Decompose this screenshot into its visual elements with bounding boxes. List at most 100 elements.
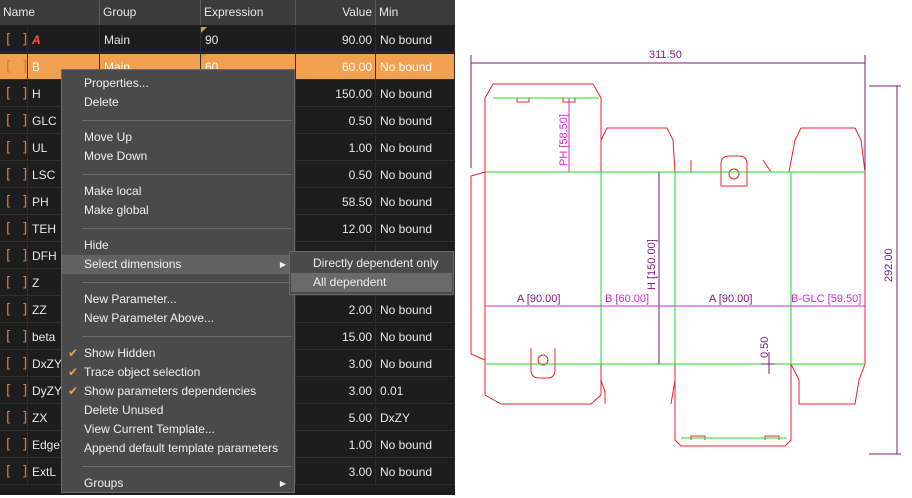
- param-icon: [ ]: [0, 108, 28, 134]
- column-group-header[interactable]: Group: [100, 0, 201, 25]
- param-min[interactable]: DxZY: [376, 405, 455, 431]
- column-value-header[interactable]: Value: [296, 0, 376, 25]
- param-value[interactable]: 5.00: [296, 405, 376, 431]
- menu-item-move-down[interactable]: Move Down: [62, 147, 294, 166]
- param-min[interactable]: No bound: [376, 108, 455, 134]
- expression-flag-icon: [201, 54, 207, 60]
- param-min[interactable]: No bound: [376, 135, 455, 161]
- param-expression[interactable]: 90: [201, 27, 296, 53]
- param-min[interactable]: No bound: [376, 432, 455, 458]
- dieline-svg: 311.50 292.00 PH [58.50] H [150.00] A [9…: [470, 49, 901, 455]
- param-expression[interactable]: [201, 162, 296, 188]
- panel1-top-notches: [516, 98, 576, 103]
- param-value[interactable]: 15.00: [296, 324, 376, 350]
- menu-item-make-global[interactable]: Make global: [62, 201, 294, 220]
- param-icon: [ ]: [0, 54, 28, 80]
- menu-item-show-hidden[interactable]: ✔Show Hidden: [62, 344, 294, 363]
- param-value[interactable]: 3.00: [296, 351, 376, 377]
- param-min[interactable]: [376, 270, 455, 296]
- param-expression[interactable]: [201, 459, 296, 485]
- param-min[interactable]: No bound: [376, 351, 455, 377]
- param-expression[interactable]: [201, 351, 296, 377]
- param-expression[interactable]: [201, 135, 296, 161]
- menu-item-append-default-template-parameters[interactable]: Append default template parameters: [62, 439, 294, 458]
- panel2-bottom-flap: [600, 364, 676, 405]
- param-icon: [ ]: [0, 270, 28, 296]
- menu-item-properties[interactable]: Properties...: [62, 74, 294, 93]
- column-expression-header[interactable]: Expression: [201, 0, 296, 25]
- param-min[interactable]: No bound: [376, 162, 455, 188]
- menu-item-delete[interactable]: Delete: [62, 93, 294, 112]
- menu-item-select-dimensions[interactable]: Select dimensions▶: [62, 255, 294, 274]
- menu-separator: [82, 466, 292, 467]
- menu-item-new-parameter-above[interactable]: New Parameter Above...: [62, 309, 294, 328]
- crease-lines: [485, 97, 865, 439]
- height-label: 292.00: [883, 248, 895, 282]
- param-name[interactable]: A: [28, 27, 100, 53]
- param-expression[interactable]: [201, 324, 296, 350]
- param-group[interactable]: Main: [100, 27, 201, 53]
- menu-item-make-local[interactable]: Make local: [62, 182, 294, 201]
- body-outline: [484, 172, 866, 364]
- param-expression[interactable]: [201, 432, 296, 458]
- param-icon: [ ]: [0, 81, 28, 107]
- column-min-header[interactable]: Min: [379, 5, 399, 19]
- param-min[interactable]: No bound: [376, 297, 455, 323]
- param-value[interactable]: 60.00: [296, 54, 376, 80]
- submenu-item-all-dependent[interactable]: All dependent: [291, 273, 452, 292]
- menu-item-trace-object-selection[interactable]: ✔Trace object selection: [62, 363, 294, 382]
- param-min[interactable]: No bound: [376, 54, 455, 80]
- param-min[interactable]: No bound: [376, 189, 455, 215]
- param-expression[interactable]: [201, 81, 296, 107]
- submenu-item-directly-dependent[interactable]: Directly dependent only: [313, 256, 439, 270]
- param-icon: [ ]: [0, 324, 28, 350]
- param-expression[interactable]: [201, 108, 296, 134]
- param-value[interactable]: 1.00: [296, 432, 376, 458]
- menu-item-view-current-template[interactable]: View Current Template...: [62, 420, 294, 439]
- param-min[interactable]: 0.01: [376, 378, 455, 404]
- param-min[interactable]: [376, 243, 455, 269]
- param-value[interactable]: 150.00: [296, 81, 376, 107]
- param-value[interactable]: 1.00: [296, 135, 376, 161]
- menu-separator: [82, 120, 292, 121]
- param-expression[interactable]: [201, 378, 296, 404]
- menu-item-delete-unused[interactable]: Delete Unused: [62, 401, 294, 420]
- param-min[interactable]: No bound: [376, 324, 455, 350]
- param-min[interactable]: No bound: [376, 459, 455, 485]
- param-expression[interactable]: [201, 297, 296, 323]
- param-value[interactable]: 0.50: [296, 162, 376, 188]
- panel2-top-flap: [600, 127, 676, 173]
- height-dimension-line: [869, 85, 901, 455]
- box-drawing-canvas[interactable]: 311.50 292.00 PH [58.50] H [150.00] A [9…: [455, 0, 912, 495]
- param-value[interactable]: 3.00: [296, 459, 376, 485]
- menu-item-groups[interactable]: Groups▶: [62, 474, 294, 493]
- param-value[interactable]: 12.00: [296, 216, 376, 242]
- checkmark-icon: ✔: [68, 384, 79, 398]
- param-expression[interactable]: [201, 216, 296, 242]
- menu-item-hide[interactable]: Hide: [62, 236, 294, 255]
- column-name-header[interactable]: Name: [0, 0, 100, 25]
- param-min[interactable]: No bound: [376, 27, 455, 53]
- param-value[interactable]: 2.00: [296, 297, 376, 323]
- param-value[interactable]: 90.00: [296, 27, 376, 53]
- param-value[interactable]: 58.50: [296, 189, 376, 215]
- checkmark-icon: ✔: [68, 346, 79, 360]
- param-value[interactable]: 0.50: [296, 108, 376, 134]
- param-value[interactable]: 3.00: [296, 378, 376, 404]
- param-expression[interactable]: [201, 405, 296, 431]
- menu-item-show-parameters-dependencies[interactable]: ✔Show parameters dependencies: [62, 382, 294, 401]
- param-min[interactable]: No bound: [376, 216, 455, 242]
- menu-item-move-up[interactable]: Move Up: [62, 128, 294, 147]
- menu-item-new-parameter[interactable]: New Parameter...: [62, 290, 294, 309]
- param-name[interactable]: B: [28, 54, 100, 80]
- param-min[interactable]: No bound: [376, 81, 455, 107]
- param-icon: [ ]: [0, 243, 28, 269]
- panel1-bottom-tab: [530, 348, 556, 379]
- param-expression[interactable]: [201, 189, 296, 215]
- ph-label: PH [58.50]: [558, 114, 570, 166]
- menu-separator: [82, 282, 292, 283]
- dimension-lines: [470, 55, 901, 455]
